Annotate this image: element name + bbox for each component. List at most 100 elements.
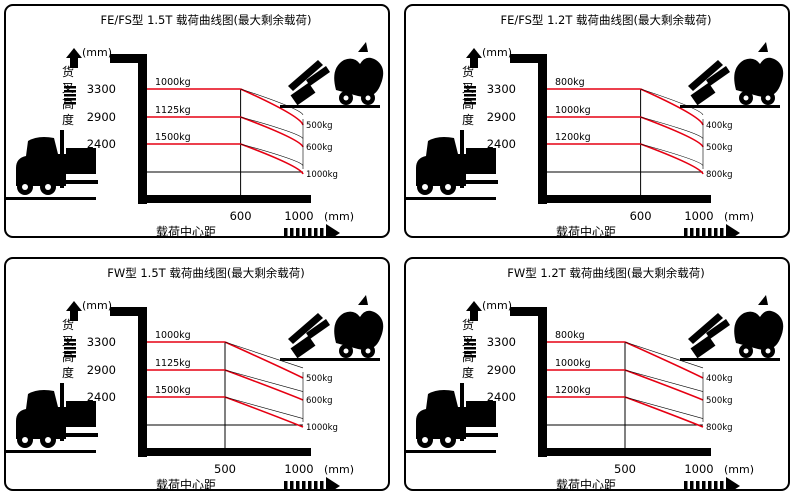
y-axis-label: 叉 (62, 334, 74, 348)
series-start-label: 1200kg (555, 132, 591, 143)
axis-top-hook (510, 54, 547, 63)
forklift-icon (406, 130, 498, 200)
right-arrow-dash (284, 481, 288, 489)
chart-title: FE/FS型 1.2T 载荷曲线图(最大剩余载荷) (500, 13, 711, 27)
right-arrow-dash (702, 228, 706, 236)
right-arrow-head (326, 477, 340, 489)
y-tick-label: 3300 (87, 335, 116, 349)
series-end-label: 1000kg (306, 170, 338, 180)
y-tick-label: 3300 (487, 82, 516, 96)
y-tick-label: 3300 (87, 82, 116, 96)
tip-hub (365, 95, 371, 101)
series-ref-curve (224, 396, 304, 419)
chart-svg: FE/FS型 1.5T 载荷曲线图(最大剩余载荷)(mm)货叉高度3300290… (6, 13, 384, 236)
up-arrow-dash (464, 102, 476, 105)
series-curve (240, 116, 304, 148)
up-arrow-dash (64, 355, 76, 358)
y-axis-label: 货 (62, 317, 74, 332)
up-arrow-dash (464, 94, 476, 97)
axis-top-hook (510, 307, 547, 316)
series-start-label: 1000kg (555, 358, 591, 369)
tip-pallet (290, 335, 316, 359)
series-end-label: 400kg (706, 121, 733, 131)
tip-leaf (758, 42, 768, 52)
up-arrow-dash (64, 94, 76, 97)
tip-hub (765, 348, 771, 354)
series-end-label: 800kg (706, 170, 733, 180)
forklift-fork (64, 180, 98, 184)
tip-fork (706, 319, 730, 339)
y-tick-label: 2400 (487, 137, 516, 151)
tip-leaf (758, 295, 768, 305)
forklift-load (66, 401, 96, 427)
x-tick-label: 1000 (284, 209, 313, 223)
tip-mast (288, 60, 323, 91)
wheel-hub (445, 437, 451, 443)
x-axis-label: 载荷中心距 (556, 224, 616, 236)
up-arrow-icon (64, 48, 82, 105)
right-arrow-icon (684, 224, 740, 236)
axis-top-hook (110, 307, 147, 316)
up-arrow-icon (64, 301, 82, 358)
right-arrow-dash (684, 228, 688, 236)
tip-ground (680, 358, 780, 361)
y-axis-unit: (mm) (482, 46, 512, 59)
y-tick-label: 2400 (87, 390, 116, 404)
up-arrow-stem (70, 58, 78, 68)
right-arrow-dash (720, 228, 724, 236)
forklift-mast (460, 130, 464, 188)
series-start-label: 1200kg (555, 385, 591, 396)
wheel-hub (445, 184, 451, 190)
x-axis-unit: (mm) (724, 210, 754, 223)
forklift-fork (464, 180, 498, 184)
ground-line (6, 450, 96, 453)
series-end-label: 600kg (306, 143, 333, 153)
tip-fork (706, 66, 730, 86)
right-arrow-dash (696, 481, 700, 489)
x-axis (138, 195, 311, 203)
right-arrow-dash (302, 228, 306, 236)
tip-load (734, 310, 784, 350)
right-arrow-dash (702, 481, 706, 489)
x-axis-unit: (mm) (324, 210, 354, 223)
up-arrow-dash (464, 339, 476, 342)
wheel-hub (45, 437, 51, 443)
tip-ground (680, 105, 780, 108)
right-arrow-dash (296, 481, 300, 489)
series-end-label: 800kg (706, 423, 733, 433)
y-axis-label: 货 (62, 64, 74, 79)
chart-title: FW型 1.5T 载荷曲线图(最大剩余载荷) (107, 266, 305, 280)
wheel-hub (422, 184, 428, 190)
right-arrow-dash (284, 228, 288, 236)
y-axis (138, 307, 147, 457)
up-arrow-dash (464, 90, 476, 93)
chart-svg: FE/FS型 1.2T 载荷曲线图(最大剩余载荷)(mm)货叉高度3300290… (406, 13, 784, 236)
right-arrow-dash (320, 481, 324, 489)
wheel-hub (22, 184, 28, 190)
up-arrow-head (466, 48, 482, 58)
x-tick-label: 1000 (684, 209, 713, 223)
up-arrow-dash (64, 102, 76, 105)
x-tick-label: 500 (214, 462, 236, 476)
forklift-mast (60, 130, 64, 188)
series-curve (624, 369, 704, 401)
tip-fork (306, 66, 330, 86)
x-axis-unit: (mm) (724, 463, 754, 476)
tip-ground (280, 105, 380, 108)
series-2: 1200kg 800kg (547, 132, 733, 180)
series-curve (640, 88, 704, 126)
tip-mast (688, 60, 723, 91)
series-curve (240, 88, 304, 126)
series-curve (624, 341, 704, 379)
forklift-load (66, 148, 96, 174)
y-axis-unit: (mm) (82, 299, 112, 312)
x-axis-label: 载荷中心距 (156, 224, 216, 236)
right-arrow-dash (314, 228, 318, 236)
y-tick-label: 2900 (487, 110, 516, 124)
y-axis-label: 货 (462, 317, 474, 332)
series-ref-curve (624, 396, 704, 419)
series-end-label: 500kg (706, 143, 733, 153)
up-arrow-dash (464, 86, 476, 89)
